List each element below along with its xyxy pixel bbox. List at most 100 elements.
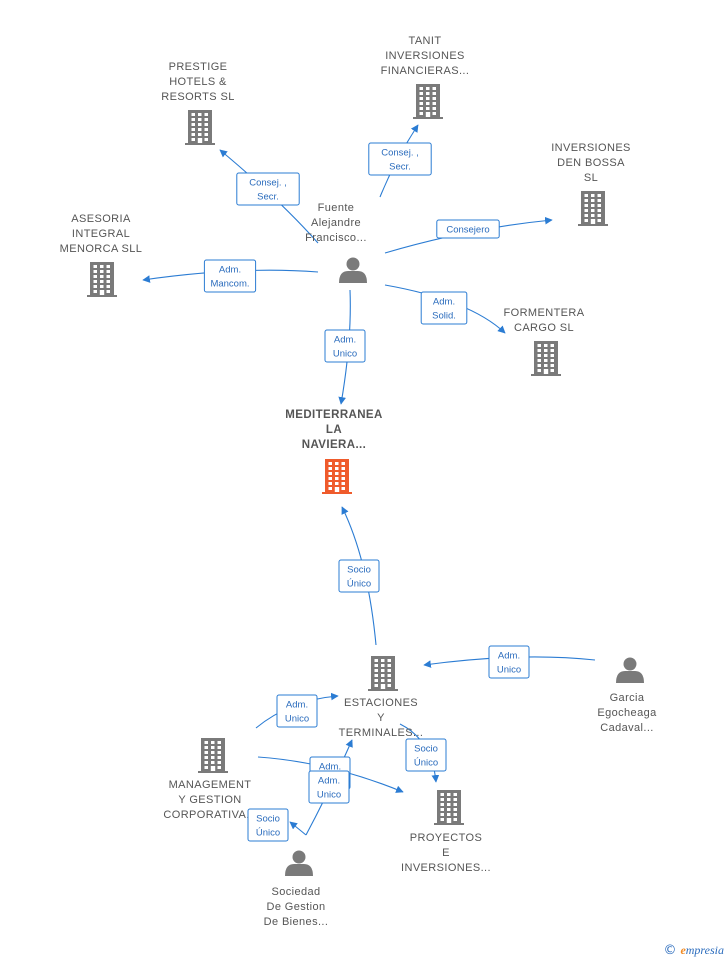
building-icon[interactable] (413, 84, 443, 119)
node-tanit[interactable]: TANIT INVERSIONES FINANCIERAS... (381, 35, 470, 119)
node-label-line[interactable]: ESTACIONES (344, 697, 418, 709)
person-icon[interactable] (616, 657, 644, 684)
node-inversiones_bossa[interactable]: INVERSIONES DEN BOSSA SL (551, 142, 631, 226)
edge-label-e8[interactable]: Adm.Unico (488, 645, 530, 679)
node-label-line[interactable]: DEN BOSSA (557, 157, 625, 169)
node-label-line[interactable]: LA (326, 424, 342, 436)
edge-label-e3[interactable]: Consejero (436, 219, 500, 239)
edge-label-text: Único (414, 758, 438, 769)
person-icon[interactable] (285, 850, 313, 877)
edge-label-text: Adm. (334, 335, 356, 346)
person-icon[interactable] (339, 257, 367, 284)
nodes-layer: MEDITERRANEA LA NAVIERA... PRESTIGE HOTELS &… (60, 35, 657, 928)
edge-label-e6[interactable]: Adm. Unico (324, 329, 366, 363)
node-label-line[interactable]: TANIT (409, 35, 442, 47)
building-icon[interactable] (185, 110, 215, 145)
node-label-line[interactable]: INVERSIONES (385, 50, 465, 62)
node-label-line[interactable]: CORPORATIVA... (163, 809, 256, 821)
edge-label-text: Secr. (257, 192, 279, 203)
edge-label-e5[interactable]: Adm. Solid. (420, 291, 468, 325)
node-label-line[interactable]: MANAGEMENT (169, 779, 252, 791)
edge-label-text: Unico (333, 349, 357, 360)
node-label-line[interactable]: CARGO SL (514, 322, 574, 334)
node-label-line[interactable]: Fuente (318, 202, 355, 214)
edge-label-e12[interactable]: Adm.Unico (308, 770, 350, 804)
edge-label-text: Mancom. (210, 279, 249, 290)
node-label-line[interactable]: Y (377, 712, 385, 724)
node-label-line[interactable]: PROYECTOS (410, 832, 482, 844)
building-icon[interactable] (368, 656, 398, 691)
edge-label-text: Consejero (446, 225, 489, 236)
node-label-line[interactable]: Cadaval... (600, 722, 654, 734)
node-label-line[interactable]: HOTELS & (169, 76, 227, 88)
brand-footer: ©empresia (663, 943, 724, 958)
node-fuente[interactable]: FuenteAlejandreFrancisco... (305, 202, 367, 283)
edge-label-text: Único (347, 579, 371, 590)
node-label-line[interactable]: Egocheaga (597, 707, 657, 719)
brand-logo-letter: e (680, 943, 686, 957)
node-label-line[interactable]: Sociedad (271, 886, 320, 898)
edge-label-text: Adm. (433, 297, 455, 308)
edge-label-e4[interactable]: Adm.Mancom. (203, 259, 257, 293)
node-label-line[interactable]: De Gestion (266, 901, 325, 913)
node-label-line[interactable]: Y GESTION (178, 794, 241, 806)
building-icon[interactable] (322, 459, 352, 494)
edge-label-text: Socio (347, 565, 371, 576)
node-label-line[interactable]: Alejandre (311, 217, 361, 229)
node-label-line[interactable]: FORMENTERA (504, 307, 585, 319)
node-label-line[interactable]: INVERSIONES... (401, 862, 491, 874)
node-mediterranea[interactable]: MEDITERRANEA LA NAVIERA... (285, 409, 382, 494)
edge-label-box (308, 770, 350, 804)
node-label-line[interactable]: TERMINALES... (339, 727, 424, 739)
node-label-line[interactable]: NAVIERA... (302, 439, 367, 451)
edge-label-text: Socio (256, 814, 280, 825)
node-label-line[interactable]: INTEGRAL (72, 228, 130, 240)
edge-label-box (488, 645, 530, 679)
edge-label-e2[interactable]: Consej. ,Secr. (368, 142, 432, 176)
node-estaciones[interactable]: ESTACIONES Y TERMINALES... (339, 656, 424, 739)
edge-label-box (436, 219, 500, 239)
building-icon[interactable] (87, 262, 117, 297)
edge-label-text: Solid. (432, 311, 456, 322)
node-label-line[interactable]: PRESTIGE (169, 61, 228, 73)
node-label-line[interactable]: Garcia (610, 692, 645, 704)
node-management[interactable]: MANAGEMENT Y GESTION CORPORATIVA... (163, 738, 256, 821)
edge-label-text: Consej. , (381, 148, 419, 159)
brand-logo-text: mpresia (685, 943, 724, 957)
node-label-line[interactable]: MEDITERRANEA (285, 409, 382, 421)
node-label-line[interactable]: E (442, 847, 450, 859)
edge-label-text: Unico (285, 714, 309, 725)
edge-label-e9[interactable]: Adm. Unico (276, 694, 318, 728)
edge-label-e1[interactable]: Consej. ,Secr. (236, 172, 300, 206)
node-label-line[interactable]: MENORCA SLL (60, 243, 143, 255)
edge-label-text: Adm. (286, 700, 308, 711)
node-label-line[interactable]: RESORTS SL (161, 91, 235, 103)
copyright-icon: © (663, 943, 677, 958)
node-sociedad[interactable]: Sociedad De Gestion De Bienes... (264, 850, 329, 929)
building-icon[interactable] (198, 738, 228, 773)
node-label-line[interactable]: FINANCIERAS... (381, 65, 470, 77)
node-prestige[interactable]: PRESTIGE HOTELS & RESORTS SL (161, 61, 235, 145)
edge-label-box (247, 808, 289, 842)
edge-label-box (420, 291, 468, 325)
node-label-line[interactable]: De Bienes... (264, 916, 329, 928)
edge-label-box (368, 142, 432, 176)
node-label-line[interactable]: Francisco... (305, 232, 367, 244)
node-label-line[interactable]: ASESORIA (71, 213, 131, 225)
edge-label-box (405, 738, 447, 772)
building-icon[interactable] (434, 790, 464, 825)
building-icon[interactable] (578, 191, 608, 226)
node-proyectos[interactable]: PROYECTOS E INVERSIONES... (401, 790, 491, 874)
edge-label-text: Socio (414, 744, 438, 755)
edge-label-text: Adm. (498, 651, 520, 662)
building-icon[interactable] (531, 341, 561, 376)
node-garcia[interactable]: GarciaEgocheagaCadaval... (597, 657, 657, 735)
node-label-line[interactable]: SL (584, 172, 598, 184)
node-asesoria[interactable]: ASESORIA INTEGRAL MENORCA SLL (60, 213, 143, 297)
node-label-line[interactable]: INVERSIONES (551, 142, 631, 154)
node-formentera[interactable]: FORMENTERA CARGO SL (504, 307, 585, 376)
